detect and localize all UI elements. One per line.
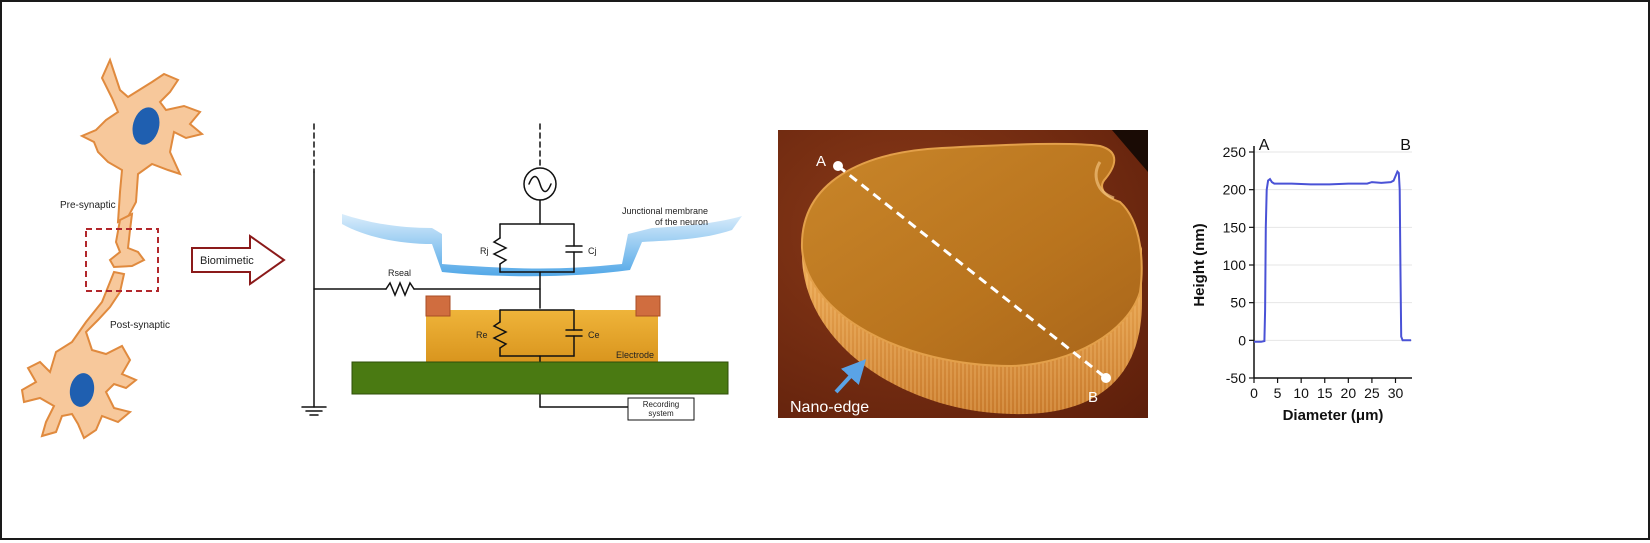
post-synaptic-neuron <box>20 270 138 440</box>
junction-rc-block <box>492 223 583 309</box>
recording-system-box <box>627 397 695 421</box>
rseal-label: Rseal <box>388 268 411 278</box>
x-tick-label: 10 <box>1293 385 1309 401</box>
insulation-pad-right <box>635 295 661 317</box>
afm-disc-ridges <box>801 246 1142 415</box>
sine-wave-icon <box>528 175 552 193</box>
recording-label-line1: Recording <box>643 400 679 409</box>
insulation-pad-left <box>425 295 451 317</box>
afm-dark-corner <box>1112 130 1148 172</box>
x-tick-label: 20 <box>1341 385 1357 401</box>
ce-label: Ce <box>588 330 600 340</box>
post-synaptic-label: Post-synaptic <box>110 320 170 331</box>
biomimetic-label: Biomimetic <box>200 255 254 267</box>
rj-label: Rj <box>480 246 489 256</box>
post-nucleus <box>69 373 95 407</box>
afm-disc-notch <box>1094 161 1115 200</box>
re-label: Re <box>476 330 488 340</box>
synapse-highlight-box <box>85 228 159 292</box>
electrode-label: Electrode <box>616 350 654 360</box>
membrane-label-line2: of the neuron <box>655 217 708 227</box>
pre-axon-terminal <box>108 212 146 269</box>
x-tick-label: 5 <box>1274 385 1282 401</box>
neuron-panel: Pre-synaptic Post-synaptic Biomimetic <box>20 57 286 440</box>
chart-y-ticks: -50 0 50 100 150 200 250 <box>1223 144 1254 386</box>
y-tick-label: -50 <box>1226 370 1246 386</box>
y-tick-label: 0 <box>1238 332 1246 348</box>
x-tick-label: 30 <box>1388 385 1404 401</box>
ground-symbol <box>301 406 327 416</box>
electrode-body <box>426 310 658 362</box>
chart-grid <box>1254 151 1412 379</box>
x-tick-label: 25 <box>1364 385 1380 401</box>
cj-label: Cj <box>588 246 597 256</box>
x-tick-label: 15 <box>1317 385 1333 401</box>
chart-y-label: Height (nm) <box>1191 223 1208 306</box>
x-tick-label: 0 <box>1250 385 1258 401</box>
pre-synaptic-neuron <box>79 57 205 269</box>
y-tick-label: 50 <box>1230 295 1246 311</box>
pre-nucleus <box>132 107 160 145</box>
afm-point-b-marker <box>1101 373 1111 383</box>
y-tick-label: 100 <box>1223 257 1247 273</box>
rseal-resistor <box>313 281 541 297</box>
membrane-label-line1: Junctional membrane <box>622 206 708 216</box>
chart-annotation-a: A <box>1259 137 1270 154</box>
y-tick-label: 200 <box>1223 182 1247 198</box>
afm-point-b-label: B <box>1088 389 1098 406</box>
pre-synaptic-label: Pre-synaptic <box>60 200 116 211</box>
nano-edge-arrow <box>834 359 867 394</box>
substrate <box>351 361 729 395</box>
chart-annotation-b: B <box>1400 137 1411 154</box>
biomimetic-arrow <box>191 234 286 286</box>
afm-panel: A B Nano-edge <box>778 130 1148 418</box>
nano-edge-label: Nano-edge <box>790 399 869 416</box>
y-tick-label: 250 <box>1223 144 1247 160</box>
post-cell-body <box>20 270 138 440</box>
afm-scan-line <box>837 164 1107 380</box>
chart-x-label: Diameter (μm) <box>1283 407 1384 424</box>
circuit-panel: Junctional membrane of the neuron Rj Cj … <box>301 123 742 421</box>
afm-point-a-marker <box>833 161 843 171</box>
y-tick-label: 150 <box>1223 219 1247 235</box>
electrode-rc-block <box>492 309 629 408</box>
junctional-membrane <box>342 214 742 277</box>
height-profile-line <box>1254 169 1412 343</box>
recording-label-line2: system <box>648 409 674 418</box>
afm-point-a-label: A <box>816 153 826 170</box>
